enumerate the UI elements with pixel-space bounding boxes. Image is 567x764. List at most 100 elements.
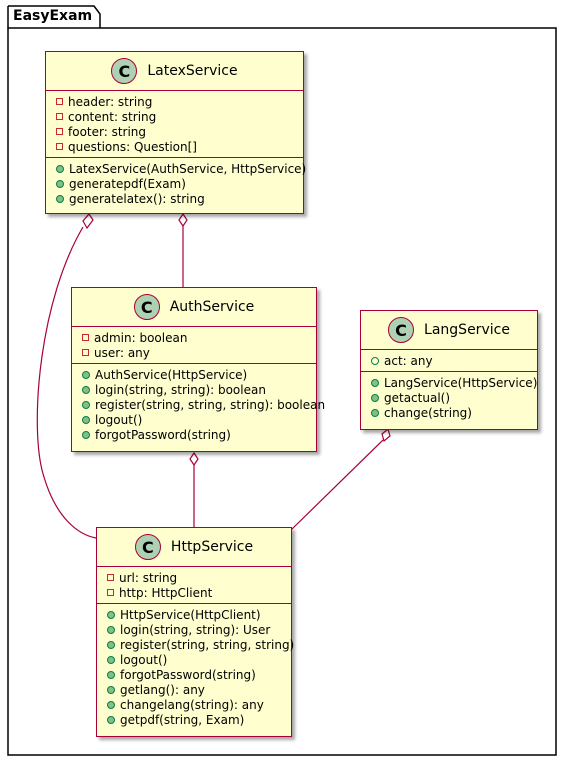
attribute-text: content: string (68, 109, 157, 124)
method-text: LatexService(AuthService, HttpService) (69, 161, 307, 176)
method-row: LatexService(AuthService, HttpService) (56, 161, 307, 176)
method-text: HttpService(HttpClient) (120, 607, 261, 622)
public-visibility-icon (107, 610, 115, 619)
class-authservice: C AuthService admin: boolean user: any A… (71, 287, 325, 452)
class-header: C LangService (361, 311, 537, 350)
public-visibility-icon (371, 408, 379, 417)
public-visibility-icon (56, 179, 64, 188)
public-visibility-icon (107, 670, 115, 679)
methods-section: LatexService(AuthService, HttpService) g… (46, 158, 307, 209)
method-text: logout() (120, 652, 168, 667)
class-name: LatexService (147, 63, 238, 79)
public-visibility-icon (56, 164, 64, 173)
private-visibility-icon (56, 113, 63, 120)
class-header: C HttpService (97, 528, 291, 567)
method-text: LangService(HttpService) (384, 375, 538, 390)
public-visibility-icon (82, 370, 90, 379)
attributes-section: url: string http: HttpClient (97, 567, 291, 604)
attributes-section: admin: boolean user: any (72, 327, 316, 364)
methods-section: HttpService(HttpClient) login(string, st… (97, 604, 295, 730)
method-row: logout() (82, 412, 316, 427)
method-text: AuthService(HttpService) (95, 367, 248, 382)
class-httpservice: C HttpService url: string http: HttpClie… (96, 527, 295, 737)
method-row: generatelatex(): string (56, 191, 303, 206)
relation-latex-http (36, 226, 97, 539)
method-text: generatelatex(): string (69, 191, 205, 206)
package-title: EasyExam (13, 8, 93, 24)
attribute-row: user: any (82, 345, 316, 360)
package-tab (8, 5, 101, 28)
attribute-row: header: string (56, 94, 303, 109)
attribute-text: act: any (384, 353, 433, 368)
method-row: login(string, string): User (107, 622, 291, 637)
private-visibility-icon (82, 334, 89, 341)
public-visibility-icon (107, 685, 115, 694)
attribute-text: url: string (119, 570, 178, 585)
method-text: register(string, string, string) (120, 637, 295, 652)
public-visibility-icon (107, 655, 115, 664)
attribute-text: header: string (68, 94, 153, 109)
aggregation-diamond-auth-http (189, 451, 199, 467)
attribute-row: admin: boolean (82, 330, 316, 345)
attribute-row: content: string (56, 109, 303, 124)
method-row: forgotPassword(string) (82, 427, 316, 442)
method-text: generatepdf(Exam) (69, 176, 186, 191)
public-visibility-icon (371, 378, 379, 387)
method-text: change(string) (384, 405, 472, 420)
private-visibility-icon (56, 98, 63, 105)
class-name: LangService (424, 322, 510, 338)
private-visibility-icon (107, 574, 114, 581)
private-visibility-icon (82, 349, 89, 356)
method-row: register(string, string, string): boolea… (82, 397, 325, 412)
public-visibility-icon (107, 640, 115, 649)
method-text: changelang(string): any (120, 697, 264, 712)
public-visibility-icon (56, 194, 64, 203)
method-text: login(string, string): boolean (95, 382, 266, 397)
attributes-section: header: string content: string footer: s… (46, 91, 303, 158)
public-visibility-icon (107, 715, 115, 724)
class-badge-icon: C (134, 534, 161, 560)
public-visibility-icon (107, 625, 115, 634)
methods-section: AuthService(HttpService) login(string, s… (72, 364, 325, 445)
method-text: getlang(): any (120, 682, 205, 697)
class-badge-icon: C (111, 58, 138, 84)
private-visibility-icon (56, 128, 63, 135)
public-visibility-icon (82, 400, 90, 409)
method-text: forgotPassword(string) (120, 667, 256, 682)
method-row: register(string, string, string) (107, 637, 295, 652)
method-row: login(string, string): boolean (82, 382, 316, 397)
method-text: login(string, string): User (120, 622, 271, 637)
method-row: change(string) (371, 405, 537, 420)
relation-lang-http (290, 439, 384, 531)
method-row: generatepdf(Exam) (56, 176, 303, 191)
package-frame (7, 27, 557, 756)
attribute-row: questions: Question[] (56, 139, 303, 154)
attribute-row: http: HttpClient (107, 585, 291, 600)
methods-section: LangService(HttpService) getactual() cha… (361, 372, 537, 423)
private-visibility-icon (56, 143, 63, 150)
method-row: getpdf(string, Exam) (107, 712, 291, 727)
public-visibility-icon (82, 430, 90, 439)
private-visibility-icon (107, 589, 114, 596)
public-visibility-icon (82, 415, 90, 424)
attribute-text: http: HttpClient (119, 585, 213, 600)
class-header: C LatexService (46, 52, 303, 91)
class-badge-icon: C (388, 317, 415, 343)
class-badge-icon: C (133, 294, 160, 320)
public-visibility-icon (82, 385, 90, 394)
aggregation-diamond-latex-http (82, 213, 94, 230)
method-row: getlang(): any (107, 682, 291, 697)
method-row: forgotPassword(string) (107, 667, 291, 682)
attribute-row: act: any (371, 353, 537, 368)
attribute-row: footer: string (56, 124, 303, 139)
method-row: AuthService(HttpService) (82, 367, 316, 382)
method-text: forgotPassword(string) (95, 427, 231, 442)
attributes-section: act: any (361, 350, 537, 372)
attribute-row: url: string (107, 570, 291, 585)
method-row: HttpService(HttpClient) (107, 607, 291, 622)
class-header: C AuthService (72, 288, 316, 327)
public-visibility-icon (107, 700, 115, 709)
aggregation-diamond-latex-auth (178, 212, 188, 228)
attribute-text: questions: Question[] (68, 139, 197, 154)
